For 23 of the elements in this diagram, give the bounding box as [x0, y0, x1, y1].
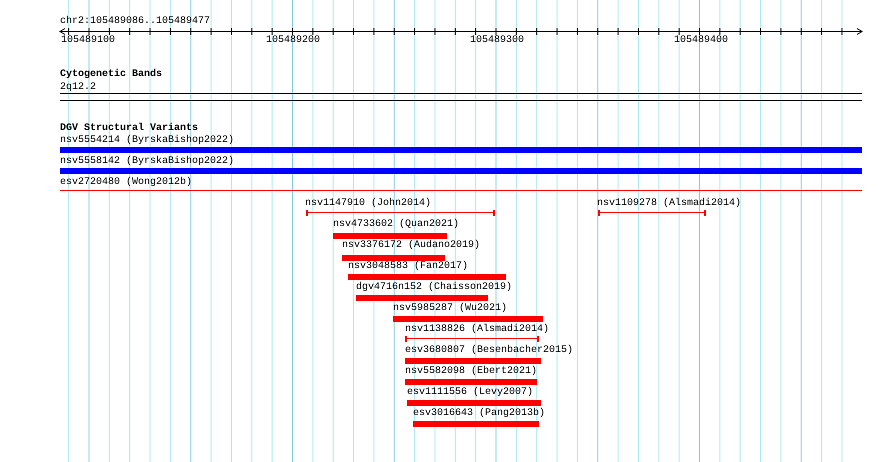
- band-label: 2q12.2: [60, 82, 96, 93]
- variant-label: nsv4733602 (Quan2021): [333, 219, 460, 230]
- variant-label: nsv5582098 (Ebert2021): [405, 366, 538, 377]
- track-heading: Cytogenetic Bands: [60, 69, 162, 80]
- variant-label: nsv1109278 (Alsmadi2014): [597, 198, 742, 209]
- variant-label: nsv1138826 (Alsmadi2014): [405, 324, 550, 335]
- variant-label: esv3016643 (Pang2013b): [413, 408, 546, 419]
- track-heading: DGV Structural Variants: [60, 123, 198, 134]
- tick-label: 105489200: [266, 35, 320, 46]
- variant-label: nsv5554214 (ByrskaBishop2022): [60, 135, 234, 146]
- variant-label: nsv3376172 (Audano2019): [342, 240, 480, 251]
- variant-label: esv2720480 (Wong2012b): [60, 177, 192, 188]
- tick-label: 105489100: [61, 35, 116, 46]
- variant-label: nsv5985287 (Wu2021): [393, 303, 508, 314]
- tick-label: 105489300: [470, 35, 524, 46]
- variant-label: dgv4716n152 (Chaisson2019): [356, 282, 512, 293]
- variant-label: nsv5558142 (ByrskaBishop2022): [60, 156, 234, 167]
- variant-label: nsv3048583 (Fan2017): [348, 261, 468, 272]
- tick-label: 105489400: [674, 35, 728, 46]
- variant-label: nsv1147910 (John2014): [305, 198, 432, 209]
- variant-label: esv1111556 (Levy2007): [407, 387, 534, 398]
- region-title: chr2:105489086..105489477: [60, 16, 210, 27]
- variant-label: esv3680807 (Besenbacher2015): [405, 345, 574, 356]
